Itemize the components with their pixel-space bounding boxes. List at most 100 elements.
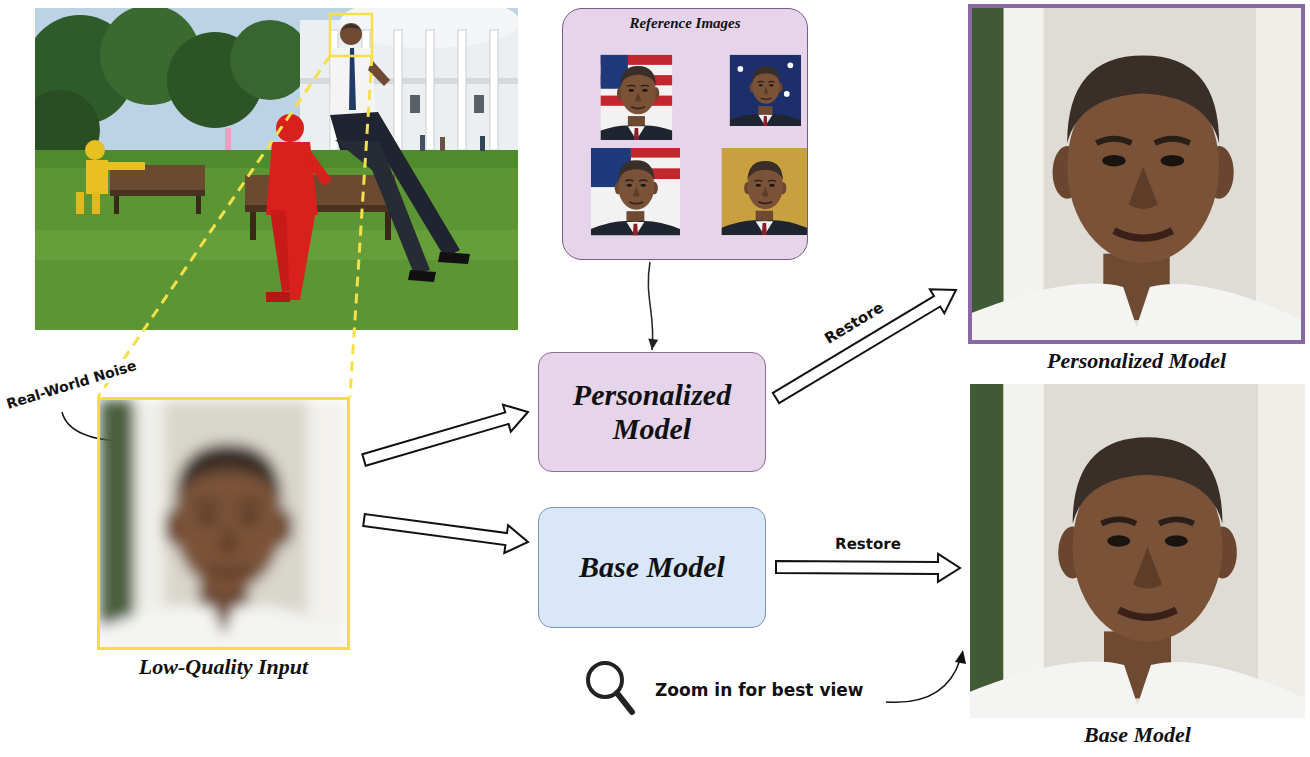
panel-heading: Reference Images	[629, 15, 740, 32]
scene-photo	[394, 30, 402, 150]
scene-photo	[250, 212, 256, 240]
low-quality-photo	[307, 400, 347, 647]
output-image: Personalized Model	[968, 4, 1305, 374]
scene-photo	[35, 8, 518, 330]
input-image: Low-Quality Input	[97, 397, 350, 680]
scene-photo	[76, 192, 84, 214]
magnifier-icon	[588, 663, 632, 712]
scene-photo	[349, 48, 356, 110]
block-arrow-shape	[362, 405, 528, 466]
reference-thumbnails	[594, 55, 679, 140]
reference-thumbnails	[617, 66, 659, 114]
restored-photo	[972, 8, 1004, 340]
scene-photo	[490, 30, 498, 150]
block-arrow-shape	[773, 289, 956, 403]
block-arrow	[363, 514, 528, 553]
low-quality-photo	[100, 400, 135, 647]
image-frame	[97, 397, 350, 650]
flow-arrow	[648, 262, 658, 350]
note-arrowhead	[955, 650, 966, 664]
zoom-leader	[98, 56, 330, 397]
reference-thumbnails	[591, 147, 680, 236]
reference-thumbnails	[594, 116, 679, 140]
scene-photo	[408, 270, 436, 282]
annotation-note: Zoom in for best view	[655, 680, 864, 700]
image-caption: Low-Quality Input	[97, 654, 350, 680]
block-arrow	[776, 554, 960, 582]
reference-thumbnails	[730, 106, 801, 126]
scene-photo	[341, 24, 361, 30]
scene-photo	[100, 162, 145, 170]
reference-thumbnails	[615, 160, 658, 209]
output-image: Base Model	[970, 384, 1305, 748]
block-arrow	[362, 405, 528, 466]
scene-photo	[440, 137, 445, 151]
reference-thumbnails	[591, 211, 680, 236]
restored-photo	[1004, 384, 1044, 718]
edge-label: Restore	[821, 299, 887, 348]
scene-photo	[385, 212, 391, 240]
scene-photo	[266, 292, 290, 302]
image-frame	[968, 4, 1305, 344]
reference-thumbnails	[787, 62, 793, 68]
model-box: Personalized Model	[538, 352, 766, 472]
scene-photo	[85, 140, 105, 160]
image-frame	[970, 384, 1305, 718]
restored-photo	[1053, 56, 1234, 263]
low-quality-photo	[100, 583, 347, 647]
scene-photo	[426, 30, 434, 150]
reference-thumbnails	[730, 55, 801, 126]
low-quality-photo	[100, 400, 347, 647]
arrowhead	[648, 339, 658, 350]
block-arrow-shape	[776, 554, 960, 582]
reference-thumbnails	[730, 55, 801, 126]
restored-photo	[972, 8, 1301, 340]
scene-photo	[230, 20, 310, 100]
low-quality-photo	[164, 444, 293, 591]
reference-thumbnails	[721, 148, 807, 235]
restored-photo	[972, 254, 1301, 340]
scene-photo	[110, 190, 205, 196]
block-arrow-shape	[363, 514, 528, 553]
reference-thumbnails	[631, 147, 680, 158]
restored-photo	[970, 384, 1305, 718]
block-arrow	[773, 289, 956, 403]
scene-photo	[196, 196, 201, 214]
model-box: Base Model	[538, 507, 766, 628]
reference-thumbnails	[721, 148, 807, 235]
reference-thumbnails	[594, 55, 679, 140]
reference-thumbnails	[750, 66, 783, 104]
low-quality-photo	[100, 400, 347, 647]
zoom-box	[330, 14, 372, 56]
scene-photo	[420, 135, 425, 151]
scene-photo	[438, 252, 470, 264]
zoom-leader	[350, 56, 372, 397]
reference-thumbnails	[737, 66, 743, 72]
restored-photo	[1256, 8, 1301, 340]
scene-photo	[92, 192, 100, 214]
restored-photo	[970, 631, 1305, 718]
reference-panel: Reference Images	[562, 8, 808, 260]
scene-photo	[410, 95, 420, 113]
scene-photo	[335, 140, 430, 274]
reference-thumbnails	[563, 9, 807, 259]
magnifier-icon	[617, 693, 632, 712]
restored-photo	[1258, 384, 1305, 718]
reference-thumbnails	[744, 161, 786, 209]
restored-photo	[1058, 437, 1237, 642]
image-caption: Base Model	[970, 722, 1305, 748]
scene-photo	[286, 210, 316, 300]
scene-photo	[114, 196, 119, 214]
reference-thumbnails	[784, 91, 790, 97]
flow-line	[648, 262, 653, 350]
restored-photo	[970, 384, 1004, 718]
scene-photo	[304, 150, 332, 186]
model-label: Base Model	[579, 550, 725, 585]
scene-photo	[225, 128, 231, 150]
scene-photo	[340, 23, 362, 45]
restored-photo	[1004, 8, 1044, 340]
note-arrow	[886, 660, 960, 702]
scene-photo	[458, 30, 466, 150]
edge-label: Restore	[835, 534, 901, 552]
